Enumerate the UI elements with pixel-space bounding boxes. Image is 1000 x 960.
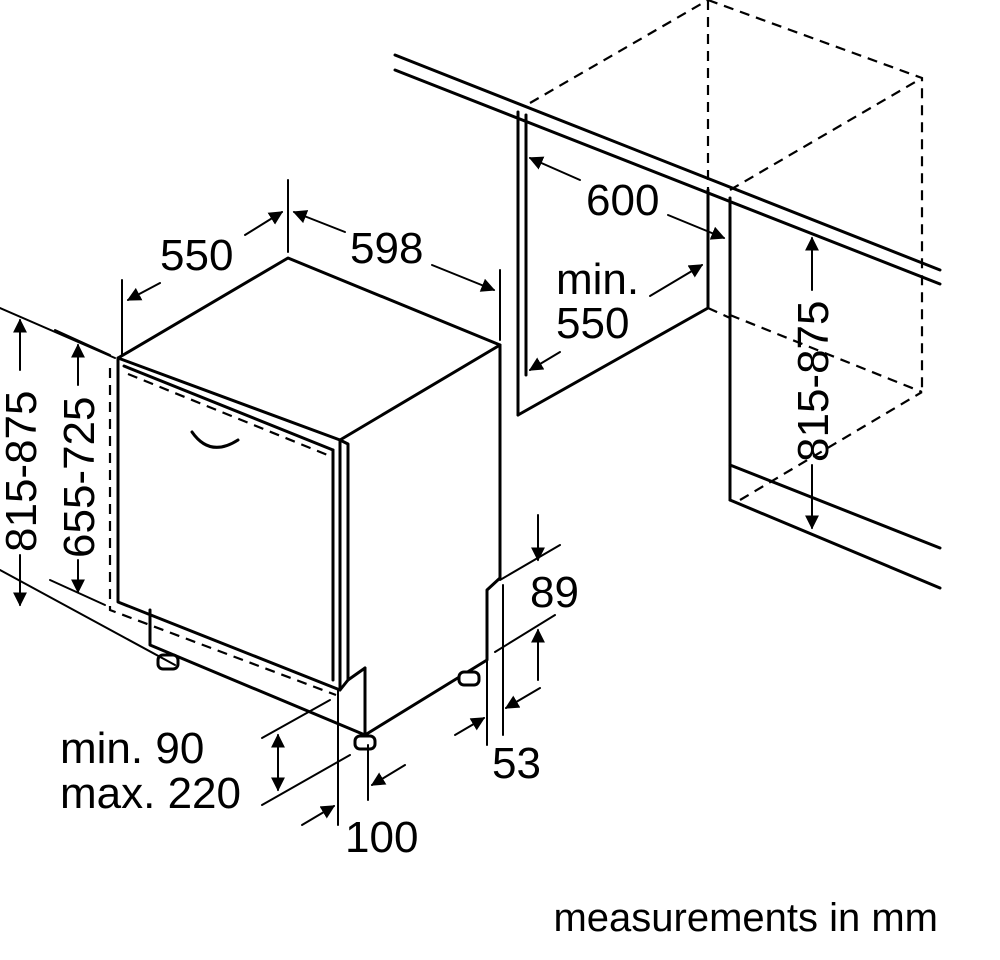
dim-plinth-label-1: min. 90 bbox=[60, 724, 204, 773]
dim-niche-depth-label-1: min. bbox=[556, 255, 639, 304]
dim-width-label: 598 bbox=[350, 224, 423, 273]
dim-plinth-label-2: max. 220 bbox=[60, 769, 241, 818]
dim-kick-bottom-label: 53 bbox=[492, 739, 541, 788]
dim-depth-label: 550 bbox=[160, 231, 233, 280]
dim-niche-width-label: 600 bbox=[586, 176, 659, 225]
dimension-lines bbox=[0, 156, 819, 826]
dim-kick-top-label: 89 bbox=[530, 568, 579, 617]
dim-niche-depth-label-2: 550 bbox=[556, 299, 629, 348]
cabinet-niche bbox=[393, 0, 942, 590]
units-caption: measurements in mm bbox=[553, 896, 938, 940]
dim-foot-offset-label: 100 bbox=[345, 813, 418, 862]
dim-total-height-label: 815-875 bbox=[0, 391, 46, 552]
dim-door-height-label: 655-725 bbox=[55, 397, 104, 558]
dim-niche-height-label: 815-875 bbox=[789, 301, 838, 462]
dishwasher-body bbox=[108, 256, 502, 751]
